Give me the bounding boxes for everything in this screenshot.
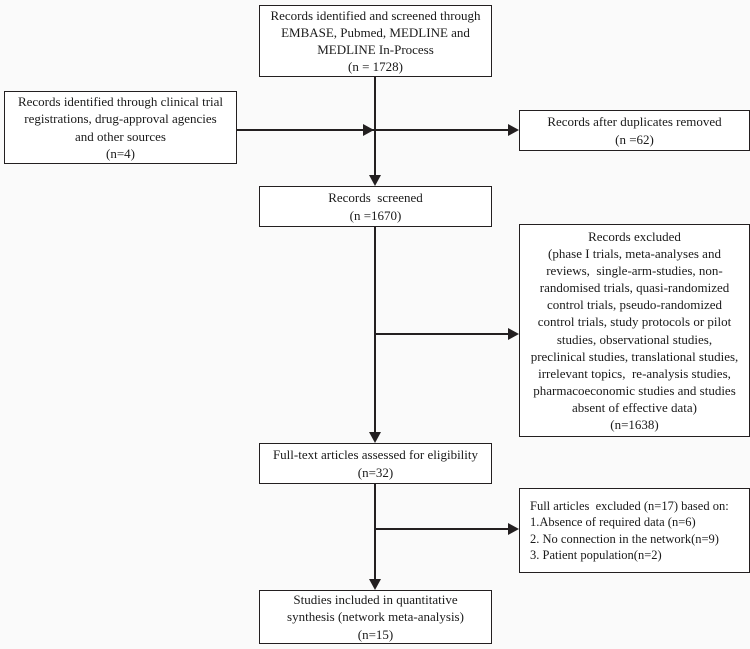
arrowhead-down-to-studies-included (369, 579, 381, 590)
box-line: Studies included in quantitative (293, 592, 458, 608)
arrowhead-right-to-records-excluded (508, 328, 519, 340)
connector-vertical-fulltext-to-included (374, 484, 376, 579)
box-full-text-articles-assessed: Full-text articles assessed for eligibil… (259, 443, 492, 484)
box-line: Records identified and screened through (270, 7, 481, 23)
box-records-identified-and-screened: Records identified and screened through … (259, 5, 492, 77)
box-line: Records identified through clinical tria… (17, 94, 224, 110)
box-line: control trials, pseudo-randomized (546, 297, 723, 313)
box-line: registrations, drug-approval agencies (24, 111, 217, 127)
box-line: irrelevant topics, re-analysis studies, (538, 365, 731, 381)
box-line: (phase I trials, meta-analyses and (548, 245, 721, 261)
box-line: 1.Absence of required data (n=6) (530, 515, 696, 529)
box-line: MEDLINE In-Process (317, 42, 434, 57)
box-line: studies, observational studies, (556, 331, 713, 347)
box-line: 2. No connection in the network(n=9) (530, 531, 719, 546)
box-records-excluded: Records excluded (phase I trials, meta-a… (519, 224, 750, 437)
box-line: 3. Patient population(n=2) (530, 548, 662, 562)
arrowhead-down-to-fulltext-assessed (369, 432, 381, 443)
box-line: control trials, study protocols or pilot (537, 314, 732, 330)
box-line: EMBASE, Pubmed, MEDLINE and (281, 24, 470, 40)
connector-horizontal-to-records-excluded (374, 333, 509, 335)
box-records-after-duplicates-removed: Records after duplicates removed (n =62) (519, 110, 750, 151)
box-line: randomised trials, quasi-randomized (539, 280, 730, 296)
box-line-count: (n=32) (357, 464, 394, 480)
arrowhead-right-to-duplicates-removed (508, 124, 519, 136)
box-records-screened: Records screened (n =1670) (259, 186, 492, 227)
box-line: preclinical studies, translational studi… (530, 348, 739, 364)
box-line: and other sources (75, 128, 166, 144)
box-line: Records screened (328, 190, 423, 206)
box-line: absent of effective data) (572, 400, 697, 416)
arrowhead-right-at-spine-junction (363, 124, 374, 136)
box-line: reviews, single-arm-studies, non- (546, 262, 723, 278)
box-line: Records after duplicates removed (547, 114, 722, 130)
connector-vertical-top-to-screened (374, 77, 376, 175)
connector-vertical-screened-to-fulltext (374, 227, 376, 432)
box-studies-included-in-synthesis: Studies included in quantitative synthes… (259, 590, 492, 644)
box-line-count: (n=4) (106, 145, 135, 161)
box-line-count: (n=1638) (610, 417, 659, 433)
box-line: Full-text articles assessed for eligibil… (272, 447, 479, 463)
box-line: Records excluded (588, 228, 681, 244)
box-records-identified-other-sources: Records identified through clinical tria… (4, 91, 237, 164)
box-line-count: (n =1670) (349, 207, 402, 223)
box-full-articles-excluded: Full articles excluded (n=17) based on: … (519, 488, 750, 573)
box-line-count: (n = 1728) (348, 59, 403, 75)
box-line: Full articles excluded (n=17) based on: (530, 498, 729, 513)
arrowhead-right-to-articles-excluded (508, 523, 519, 535)
arrowhead-down-to-records-screened (369, 175, 381, 186)
connector-horizontal-to-articles-excluded (374, 528, 509, 530)
box-line-count: (n=15) (357, 626, 394, 642)
box-line: synthesis (network meta-analysis) (287, 609, 464, 625)
box-line: pharmacoeconomic studies and studies (533, 382, 736, 398)
box-line-count: (n =62) (615, 131, 654, 147)
